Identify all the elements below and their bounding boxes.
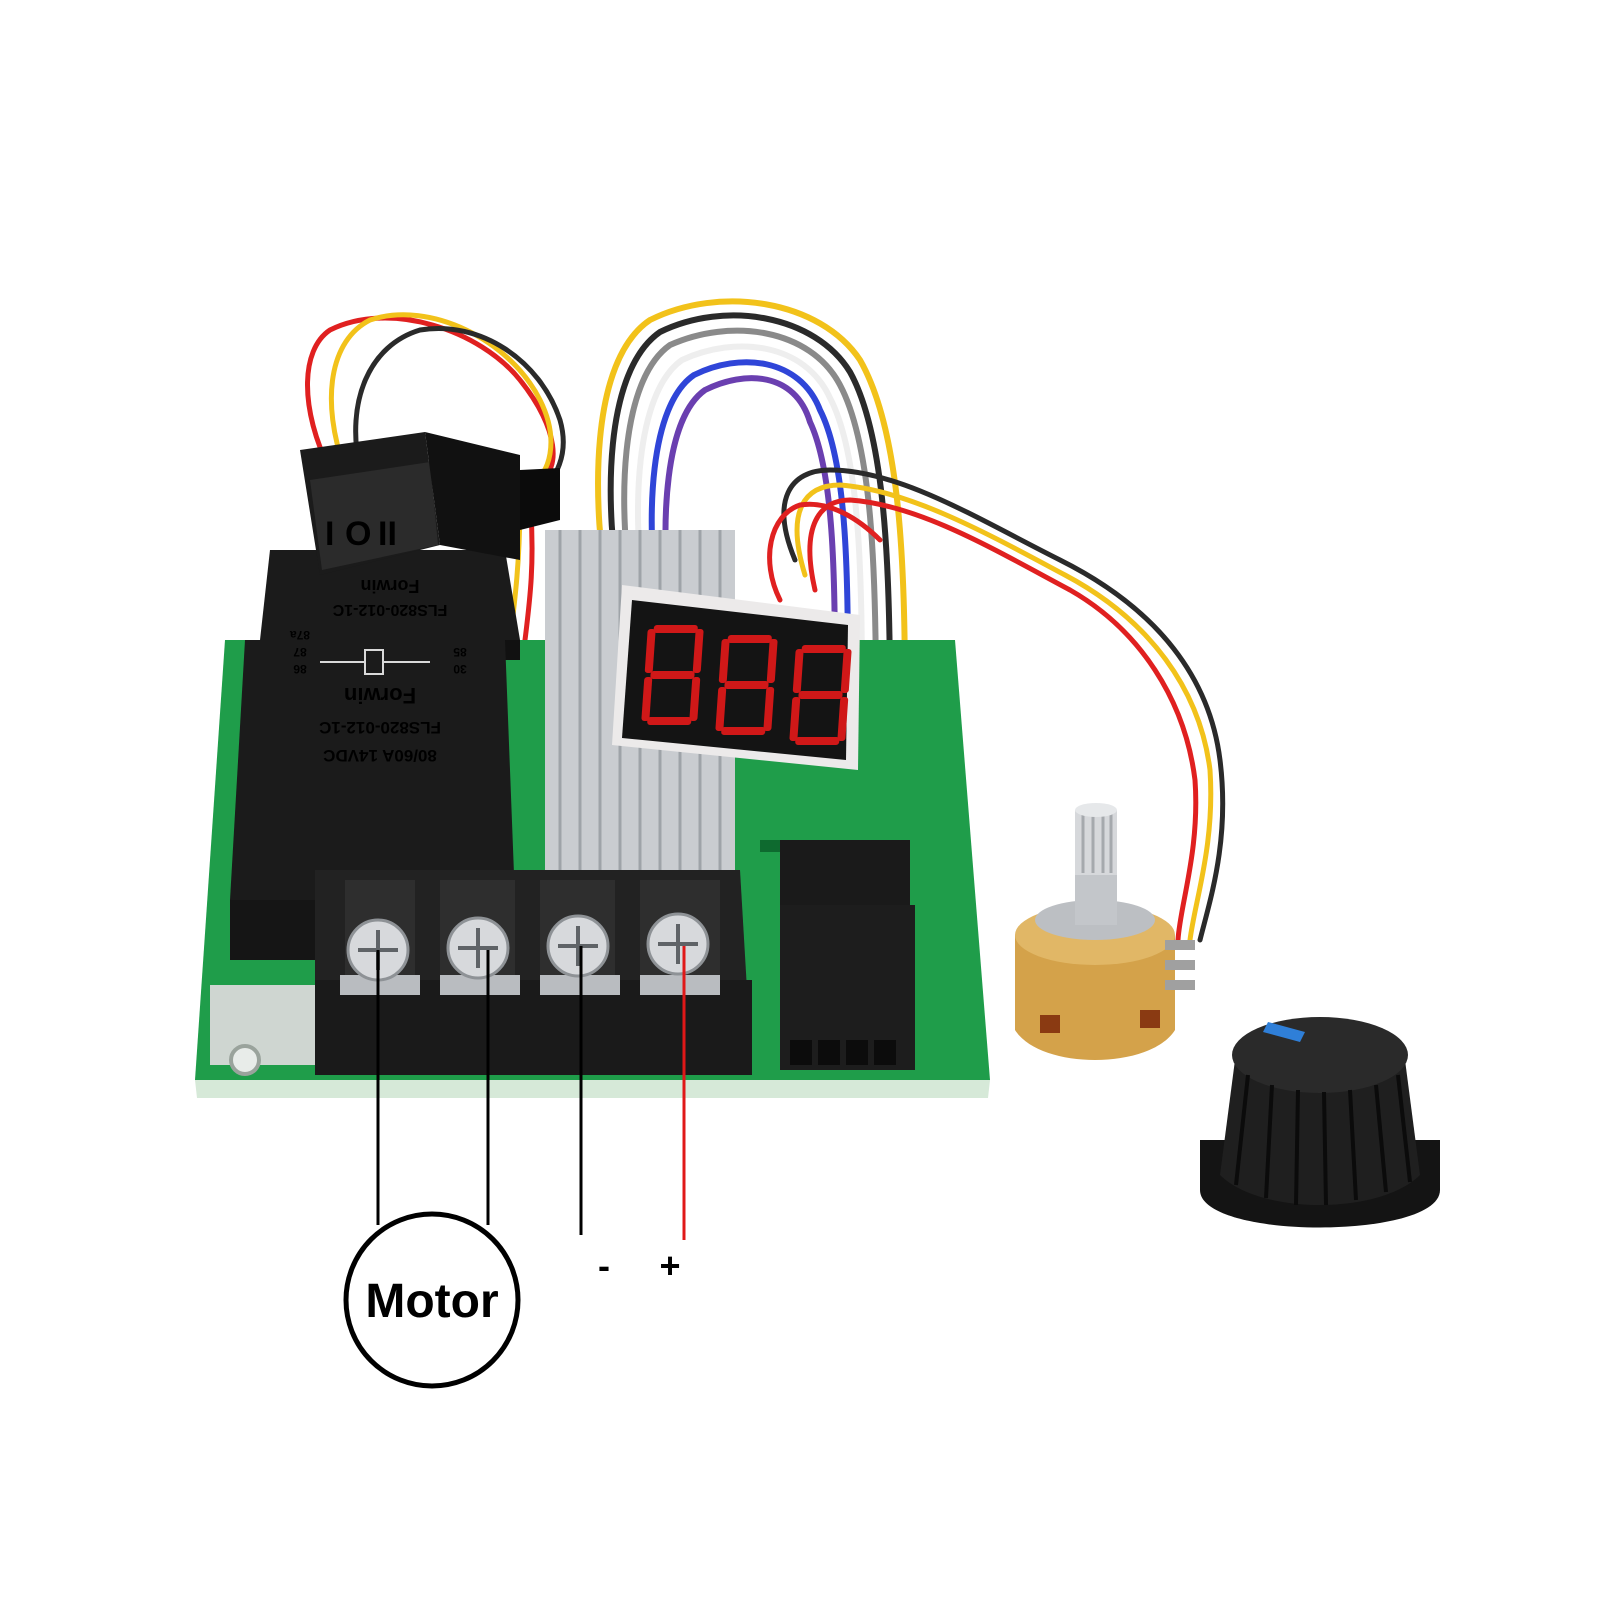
led-segment xyxy=(650,671,695,679)
switch-mark-off: O xyxy=(345,515,371,553)
relay-pin-87: 87 xyxy=(293,645,307,659)
relay-pin-86: 86 xyxy=(293,662,307,676)
led-segment xyxy=(727,635,772,643)
led-segment xyxy=(647,717,692,725)
relay-schematic xyxy=(320,649,430,675)
switch-mark-forward: I xyxy=(325,515,334,553)
led-digits xyxy=(641,625,852,745)
motor-label: Motor xyxy=(365,1275,498,1328)
led-segment xyxy=(653,625,698,633)
led-segment xyxy=(721,727,766,735)
led-digit-2 xyxy=(715,635,778,735)
relay-pin-87a: 87a xyxy=(290,628,310,642)
led-segment xyxy=(795,737,840,745)
led-segment xyxy=(766,639,778,683)
led-segment xyxy=(840,649,852,693)
terminal-block xyxy=(315,870,752,1075)
led-segment xyxy=(644,629,656,673)
knob-marker xyxy=(1263,1022,1305,1042)
relay-pin-30: 30 xyxy=(453,662,467,676)
potentiometer[interactable] xyxy=(1015,803,1195,1060)
led-segment xyxy=(724,681,769,689)
led-digit-3 xyxy=(789,645,852,745)
led-segment xyxy=(763,687,775,731)
relay-back-model: FLS820-012-1C xyxy=(332,601,447,618)
positive-label: + xyxy=(659,1245,680,1286)
relay-front-brand: Forwin xyxy=(344,683,416,708)
mounting-hole xyxy=(229,1044,261,1076)
led-segment xyxy=(837,697,849,741)
led-display xyxy=(612,585,860,770)
led-segment xyxy=(789,697,801,741)
relay-pin-85: 85 xyxy=(453,645,467,659)
wire-bundle-pot xyxy=(767,467,1226,943)
led-segment xyxy=(798,691,843,699)
rocker-switch[interactable]: I O II xyxy=(300,432,560,575)
led-segment xyxy=(689,677,701,721)
relay-back-brand: Forwin xyxy=(361,576,420,596)
led-segment xyxy=(792,649,804,693)
negative-label: - xyxy=(598,1245,610,1286)
led-segment xyxy=(692,629,704,673)
led-digit-1 xyxy=(641,625,704,725)
led-segment xyxy=(715,687,727,731)
led-segment xyxy=(718,639,730,683)
led-segment xyxy=(801,645,846,653)
relay-front-model: FLS820-012-1C xyxy=(319,718,441,737)
led-segment xyxy=(641,677,653,721)
relay-front-rating: 80/60A 14VDC xyxy=(323,746,437,765)
motor-symbol: Motor xyxy=(343,1211,521,1389)
pin-header-connector xyxy=(780,840,915,1070)
knob[interactable] xyxy=(1200,1017,1440,1228)
switch-mark-reverse: II xyxy=(378,515,397,553)
annotation-lines xyxy=(376,946,686,1240)
